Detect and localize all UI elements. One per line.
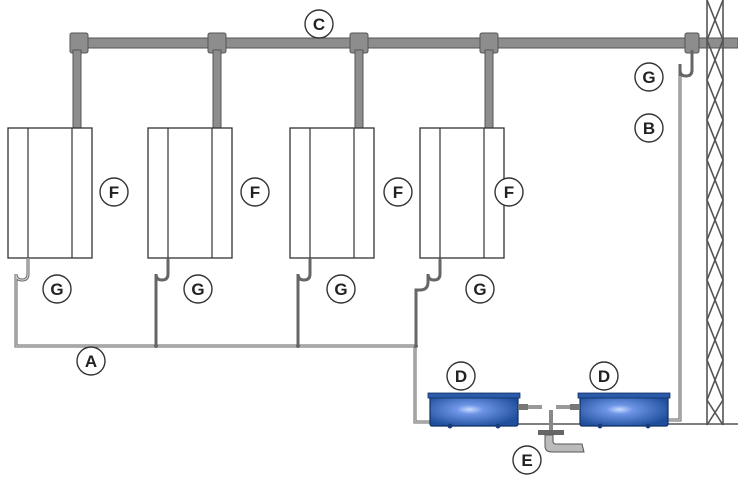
floor-drain — [538, 410, 585, 453]
callout-a: A — [76, 346, 106, 376]
callout-d2: D — [589, 361, 619, 391]
callout-f4-label: F — [504, 183, 514, 202]
callout-e-label: E — [521, 451, 532, 470]
vertical-mast — [706, 0, 724, 426]
water-heater-4 — [419, 127, 505, 259]
callout-e: E — [512, 445, 542, 475]
callout-b-label: B — [643, 119, 655, 138]
callout-g5: G — [634, 62, 664, 92]
condensate-drain-lines — [14, 50, 738, 425]
callout-b: B — [634, 113, 664, 143]
callout-c-label: C — [313, 15, 325, 34]
callout-g5-label: G — [642, 68, 655, 87]
callout-d2-label: D — [598, 367, 610, 386]
water-heater-2 — [147, 127, 233, 259]
callout-g3-label: G — [334, 280, 347, 299]
callout-g3: G — [326, 274, 356, 304]
water-heater-3 — [289, 127, 375, 259]
water-heater-1 — [7, 127, 93, 259]
callout-f3-label: F — [393, 183, 403, 202]
callout-a-label: A — [85, 352, 97, 371]
callout-f1: F — [99, 177, 129, 207]
callout-d1-label: D — [455, 367, 467, 386]
callout-g2-label: G — [191, 280, 204, 299]
callout-f4: F — [494, 177, 524, 207]
condensate-pump-1 — [427, 392, 542, 429]
callout-g2: G — [183, 274, 213, 304]
callout-d1: D — [446, 361, 476, 391]
callout-g1: G — [42, 274, 72, 304]
callout-g4: G — [465, 274, 495, 304]
callout-f3: F — [383, 177, 413, 207]
callout-g4-label: G — [473, 280, 486, 299]
callout-f2-label: F — [250, 183, 260, 202]
callout-c: C — [304, 9, 334, 39]
callout-f1-label: F — [109, 183, 119, 202]
callout-g1-label: G — [50, 280, 63, 299]
callout-f2: F — [240, 177, 270, 207]
condensate-pump-2 — [556, 392, 671, 429]
